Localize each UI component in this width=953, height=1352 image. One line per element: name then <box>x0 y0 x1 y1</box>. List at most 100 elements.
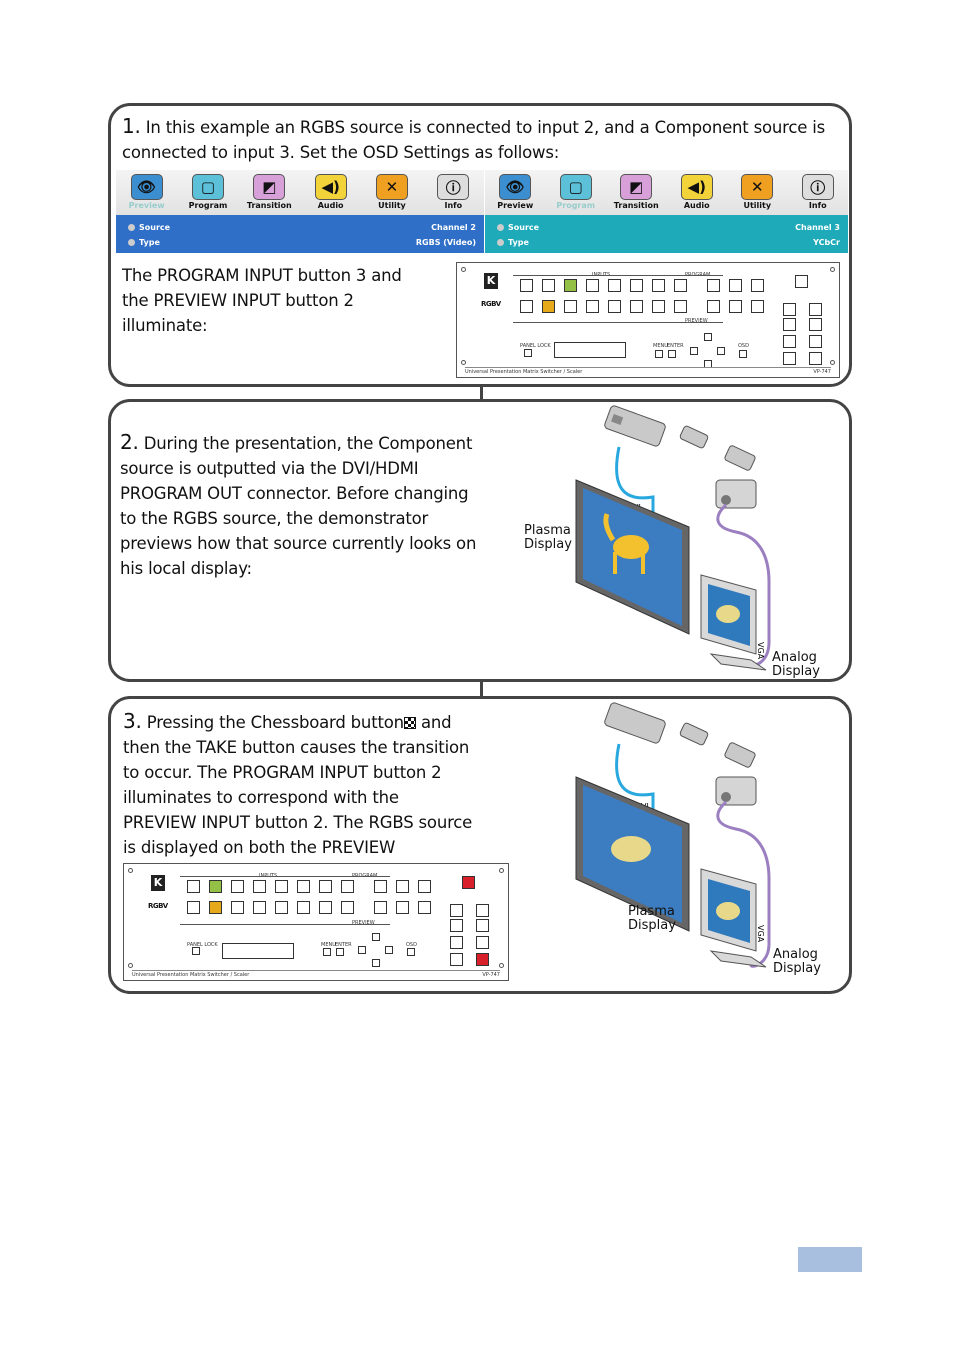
effect-button-3[interactable] <box>450 936 463 949</box>
effect-button-1[interactable] <box>450 904 463 917</box>
program-input-button-1[interactable] <box>187 880 200 893</box>
effect-button-4[interactable] <box>783 352 796 365</box>
effect-button-6[interactable] <box>809 318 822 331</box>
nav-up-button[interactable] <box>372 933 380 941</box>
preview-input-button-1[interactable] <box>520 300 533 313</box>
program-input-button-3[interactable] <box>564 279 577 292</box>
program-input-button-4[interactable] <box>253 880 266 893</box>
osd-tab-transition[interactable]: ◩Transition <box>240 170 298 210</box>
effect-button-1[interactable] <box>783 303 796 316</box>
osd-button[interactable] <box>407 948 415 956</box>
effect-button-5[interactable] <box>476 904 489 917</box>
program-input-button-2[interactable] <box>542 279 555 292</box>
program-input-button-1[interactable] <box>520 279 533 292</box>
speaker-icon: ◀) <box>314 174 347 200</box>
effect-button-4[interactable] <box>450 953 463 966</box>
osd-tab-transition[interactable]: ◩Transition <box>607 170 665 210</box>
nav-left-button[interactable] <box>358 946 366 954</box>
step-1-panel: 1. In this example an RGBS source is con… <box>108 103 852 387</box>
connector-1-2 <box>480 386 483 400</box>
effect-button-2[interactable] <box>783 318 796 331</box>
preview-input-button-8[interactable] <box>674 300 687 313</box>
nav-right-button[interactable] <box>717 347 725 355</box>
preview-input-button-7[interactable] <box>319 901 332 914</box>
osd-tab-audio[interactable]: ◀)Audio <box>668 170 726 210</box>
preview-input-button-2[interactable] <box>209 901 222 914</box>
program-input-button-5[interactable] <box>275 880 288 893</box>
osd-tab-utility[interactable]: ✕Utility <box>363 170 421 210</box>
preview-freeze-button[interactable] <box>707 300 720 313</box>
panel-lock-button[interactable] <box>524 349 532 357</box>
osd-tab-audio[interactable]: ◀)Audio <box>302 170 360 210</box>
preview-input-button-7[interactable] <box>652 300 665 313</box>
preview-input-button-5[interactable] <box>275 901 288 914</box>
blank-button[interactable] <box>396 880 409 893</box>
pip-button[interactable] <box>418 880 431 893</box>
pip-button[interactable] <box>751 279 764 292</box>
preview-freeze-button[interactable] <box>374 901 387 914</box>
program-input-button-8[interactable] <box>341 880 354 893</box>
osd-tab-preview[interactable]: 👁Preview <box>486 170 544 210</box>
effect-button-3[interactable] <box>783 335 796 348</box>
menu-button[interactable] <box>655 350 663 358</box>
enter-button[interactable] <box>336 948 344 956</box>
osd-button[interactable] <box>739 350 747 358</box>
enter-button[interactable] <box>668 350 676 358</box>
program-input-button-6[interactable] <box>297 880 310 893</box>
effect-button-7[interactable] <box>476 936 489 949</box>
program-input-button-6[interactable] <box>630 279 643 292</box>
effect-button-5[interactable] <box>809 303 822 316</box>
program-input-button-3[interactable] <box>231 880 244 893</box>
preview-input-button-6[interactable] <box>630 300 643 313</box>
program-input-button-2[interactable] <box>209 880 222 893</box>
step-3-panel: 3. Pressing the Chessboard button and th… <box>108 696 852 994</box>
preview-pip-button[interactable] <box>418 901 431 914</box>
preview-input-button-1[interactable] <box>187 901 200 914</box>
take-button[interactable] <box>462 876 475 889</box>
osd-tab-preview[interactable]: 👁Preview <box>118 170 176 210</box>
preview-input-button-2[interactable] <box>542 300 555 313</box>
nav-up-button[interactable] <box>704 333 712 341</box>
effect-button-6[interactable] <box>476 919 489 932</box>
effect-button-8[interactable] <box>476 953 489 966</box>
osd-program-menu: 👁Preview ▢Program ◩Transition ◀)Audio ✕U… <box>485 170 848 253</box>
effect-button-8[interactable] <box>809 352 822 365</box>
preview-blank-button[interactable] <box>729 300 742 313</box>
effect-button-7[interactable] <box>809 335 822 348</box>
program-input-button-5[interactable] <box>608 279 621 292</box>
effect-button-2[interactable] <box>450 919 463 932</box>
panel-lock-button[interactable] <box>192 947 200 955</box>
preview-pip-button[interactable] <box>751 300 764 313</box>
preview-blank-button[interactable] <box>396 901 409 914</box>
menu-button[interactable] <box>323 948 331 956</box>
preview-input-button-4[interactable] <box>253 901 266 914</box>
osd-tab-program[interactable]: ▢Program <box>179 170 237 210</box>
preview-input-button-3[interactable] <box>231 901 244 914</box>
program-input-button-8[interactable] <box>674 279 687 292</box>
preview-input-button-4[interactable] <box>586 300 599 313</box>
freeze-button[interactable] <box>374 880 387 893</box>
preview-input-button-3[interactable] <box>564 300 577 313</box>
nav-down-button[interactable] <box>372 959 380 967</box>
preview-input-button-8[interactable] <box>341 901 354 914</box>
freeze-button[interactable] <box>707 279 720 292</box>
dvi-connector-icon <box>604 405 666 447</box>
osd-tab-utility[interactable]: ✕Utility <box>728 170 786 210</box>
nav-right-button[interactable] <box>385 946 393 954</box>
program-input-button-7[interactable] <box>319 880 332 893</box>
osd-tab-program[interactable]: ▢Program <box>547 170 605 210</box>
preview-input-button-5[interactable] <box>608 300 621 313</box>
program-input-button-4[interactable] <box>586 279 599 292</box>
program-input-button-7[interactable] <box>652 279 665 292</box>
preview-label: PREVIEW <box>352 920 375 926</box>
blank-button[interactable] <box>729 279 742 292</box>
nav-left-button[interactable] <box>690 347 698 355</box>
preview-input-button-6[interactable] <box>297 901 310 914</box>
take-button[interactable] <box>795 275 808 288</box>
